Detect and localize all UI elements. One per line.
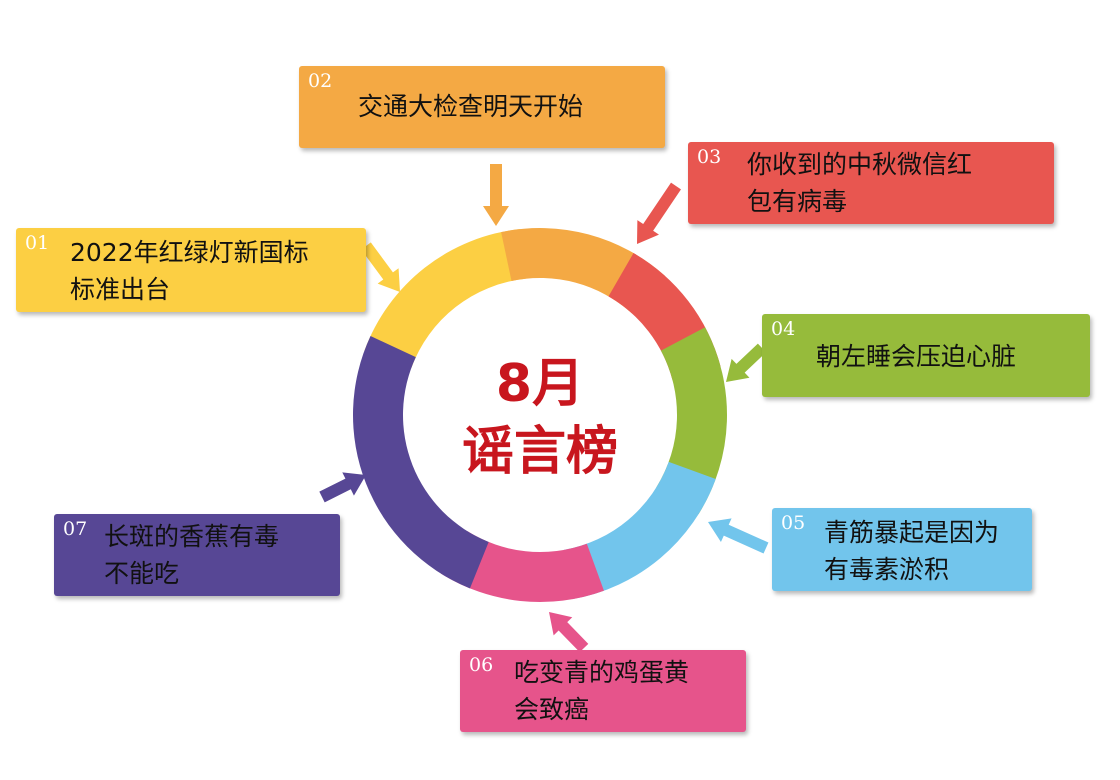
ring-segment-purple	[352, 335, 489, 589]
item-text-line: 不能吃	[104, 559, 180, 588]
arrow-05	[708, 518, 769, 554]
ring-segment-yellow	[364, 229, 526, 369]
item-text-line: 朝左睡会压迫心脏	[816, 342, 1017, 371]
center-month-label: 8月	[495, 354, 585, 414]
rumor-item-06: 06 吃变青的鸡蛋黄 会致癌	[460, 650, 746, 732]
center-title-label: 谣言榜	[461, 422, 618, 482]
item-text-line: 吃变青的鸡蛋黄	[514, 658, 690, 687]
item-text-line: 会致癌	[514, 695, 590, 724]
item-text-line: 你收到的中秋微信红	[747, 150, 973, 179]
item-number: 07	[63, 518, 88, 540]
item-text-line: 包有病毒	[747, 187, 848, 216]
item-number: 05	[781, 512, 806, 534]
item-number: 06	[469, 654, 494, 676]
rumor-item-01: 01 2022年红绿灯新国标 标准出台	[16, 228, 366, 312]
rumor-item-03: 03 你收到的中秋微信红 包有病毒	[688, 142, 1054, 224]
arrow-01	[361, 242, 400, 292]
arrow-03	[637, 182, 681, 244]
arrow-07	[319, 472, 366, 503]
arrow-06	[549, 612, 589, 653]
item-text-line: 长斑的香蕉有毒	[104, 522, 280, 551]
arrow-02	[483, 164, 509, 226]
item-text-line: 有毒素淤积	[824, 555, 950, 584]
item-number: 04	[771, 318, 796, 340]
item-number: 01	[25, 232, 50, 254]
ring-segment-blue	[563, 461, 716, 600]
item-text-line: 2022年红绿灯新国标	[70, 238, 309, 267]
item-text-line: 标准出台	[70, 275, 171, 304]
item-text-line: 青筋暴起是因为	[824, 518, 1000, 547]
rumor-item-02: 02 交通大检查明天开始	[299, 66, 665, 148]
rumor-item-05: 05 青筋暴起是因为 有毒素淤积	[772, 508, 1032, 591]
rumor-item-04: 04 朝左睡会压迫心脏	[762, 314, 1090, 397]
item-number: 03	[697, 146, 722, 168]
arrow-04	[726, 343, 767, 382]
item-number: 02	[308, 70, 333, 92]
item-text-line: 交通大检查明天开始	[358, 92, 584, 121]
rumor-item-07: 07 长斑的香蕉有毒 不能吃	[54, 514, 340, 596]
